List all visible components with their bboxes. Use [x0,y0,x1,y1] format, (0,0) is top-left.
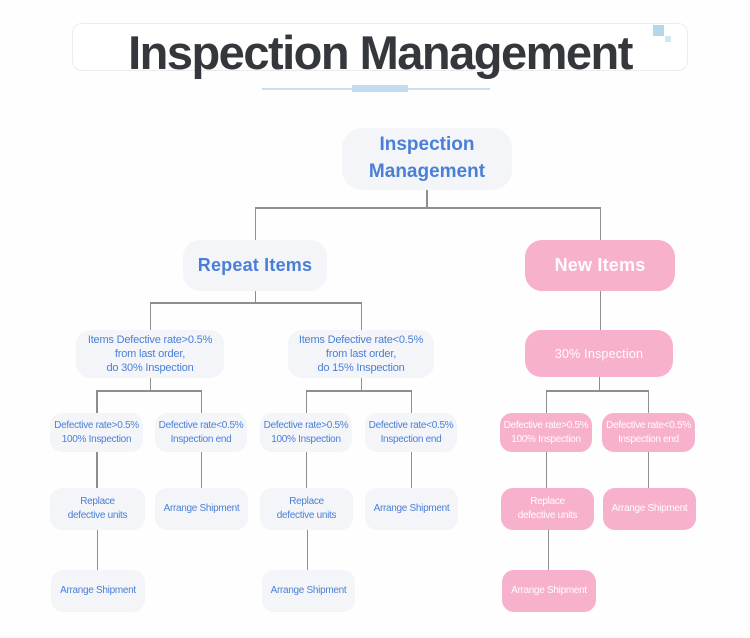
connector-line [599,291,601,330]
node-new-items: New Items [525,240,675,291]
page-title: Inspection Management [128,26,633,79]
connector-line [410,452,412,488]
connector-line [547,530,549,570]
node-defective-lt-inspection-end: Defective rate<0.5% Inspection end [155,413,247,452]
connector-line [360,302,362,330]
connector-line [410,390,412,413]
node-arrange-shipment: Arrange Shipment [365,488,458,530]
connector-line [96,452,98,488]
node-repeat-defective-lt-15pct-inspection: Items Defective rate<0.5% from last orde… [288,330,434,378]
node-replace-defective-units: Replace defective units [501,488,594,530]
decor-square-large [653,25,664,36]
connector-line [96,530,98,570]
connector-line [254,291,256,302]
decor-square-small [665,36,671,42]
connector-line [360,378,362,390]
node-arrange-shipment: Arrange Shipment [51,570,145,612]
connector-line [306,530,308,570]
node-arrange-shipment: Arrange Shipment [502,570,596,612]
connector-line [305,390,412,392]
connector-line [545,452,547,488]
connector-line [254,207,601,209]
node-arrange-shipment: Arrange Shipment [603,488,696,530]
node-inspection-management-root: Inspection Management [342,128,512,190]
node-defective-gt-100pct-inspection: Defective rate>0.5% 100% Inspection [260,413,352,452]
connector-line [647,390,649,413]
connector-line [254,207,256,240]
connector-line [305,452,307,488]
node-new-30pct-inspection: 30% Inspection [525,330,673,377]
node-defective-gt-100pct-inspection: Defective rate>0.5% 100% Inspection [500,413,592,452]
title-underline-accent [352,85,408,92]
connector-line [200,390,202,413]
node-defective-gt-100pct-inspection: Defective rate>0.5% 100% Inspection [50,413,143,452]
node-defective-lt-inspection-end: Defective rate<0.5% Inspection end [365,413,457,452]
node-arrange-shipment: Arrange Shipment [155,488,248,530]
connector-line [200,452,202,488]
connector-line [149,302,362,304]
node-defective-lt-inspection-end: Defective rate<0.5% Inspection end [602,413,695,452]
node-repeat-defective-gt-30pct-inspection: Items Defective rate>0.5% from last orde… [76,330,224,378]
connector-line [647,452,649,488]
node-repeat-items: Repeat Items [183,240,327,291]
node-replace-defective-units: Replace defective units [260,488,353,530]
connector-line [545,390,649,392]
connector-line [96,390,98,413]
node-replace-defective-units: Replace defective units [50,488,145,530]
connector-line [96,390,202,392]
connector-line [149,302,151,330]
connector-line [149,378,151,390]
node-arrange-shipment: Arrange Shipment [262,570,355,612]
connector-line [598,377,600,390]
title-card [72,23,688,71]
connector-line [305,390,307,413]
connector-line [426,190,428,207]
connector-line [599,207,601,240]
connector-line [545,390,547,413]
